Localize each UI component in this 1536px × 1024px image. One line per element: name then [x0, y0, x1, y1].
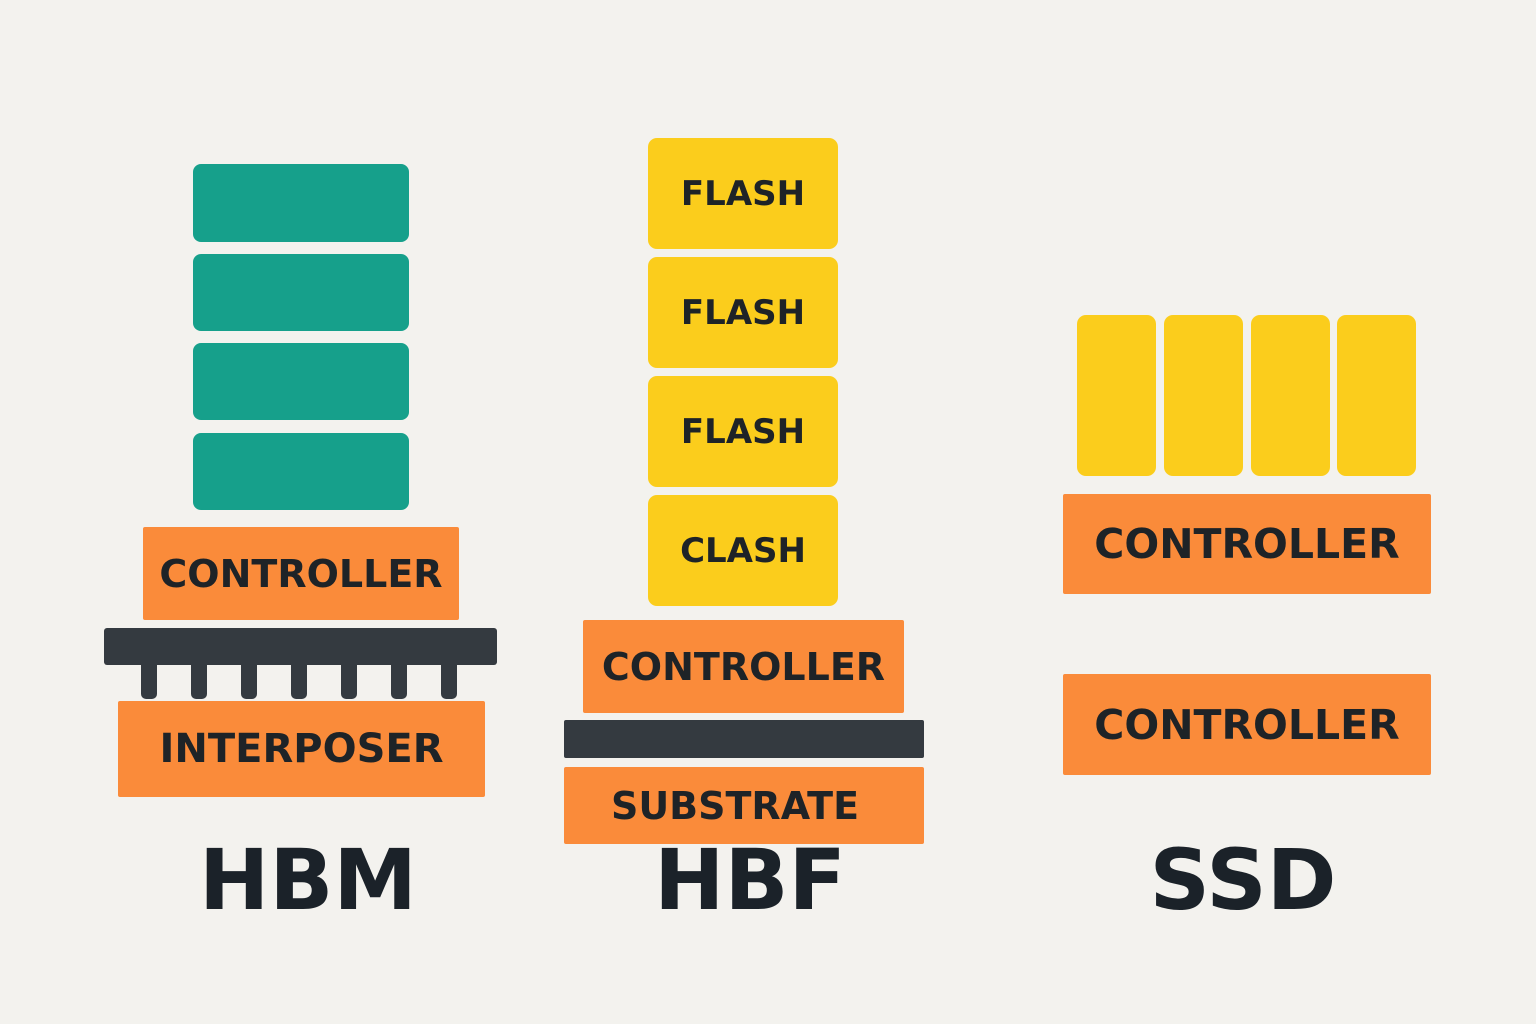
ssd-flash-chip-4 — [1337, 315, 1416, 476]
hbm-microbump — [341, 660, 357, 699]
hbf-flash-die-3: FLASH — [648, 376, 838, 487]
ssd-controller-bottom-label: CONTROLLER — [1094, 700, 1400, 749]
hbf-interconnect-bar — [564, 720, 924, 758]
hbf-controller: CONTROLLER — [583, 620, 904, 713]
hbf-flash-die-label: FLASH — [680, 173, 806, 214]
hbm-microbump — [291, 660, 307, 699]
ssd-controller-top: CONTROLLER — [1063, 494, 1431, 594]
hbf-substrate: SUBSTRATE — [564, 767, 924, 844]
hbf-flash-die-4: CLASH — [648, 495, 838, 606]
hbm-microbump — [241, 660, 257, 699]
hbf-flash-die-label: FLASH — [680, 411, 806, 452]
hbf-flash-die-1: FLASH — [648, 138, 838, 249]
ssd-controller-top-label: CONTROLLER — [1094, 520, 1400, 568]
ssd-controller-bottom: CONTROLLER — [1063, 674, 1431, 775]
hbm-controller-label: CONTROLLER — [159, 551, 443, 596]
hbm-interposer-label: INTERPOSER — [159, 726, 444, 772]
hbf-controller-label: CONTROLLER — [601, 644, 886, 689]
hbm-microbump — [391, 660, 407, 699]
hbm-microbump — [141, 660, 157, 699]
hbf-flash-die-2: FLASH — [648, 257, 838, 368]
ssd-title: SSD — [1149, 831, 1337, 929]
hbm-interposer: INTERPOSER — [118, 701, 485, 797]
hbm-title: HBM — [199, 831, 417, 929]
hbm-dram-die-3 — [193, 343, 409, 420]
hbm-bump-bar — [104, 628, 497, 665]
hbm-dram-die-2 — [193, 254, 409, 331]
hbm-dram-die-4 — [193, 433, 409, 510]
hbf-substrate-label: SUBSTRATE — [610, 783, 860, 828]
hbm-microbump — [191, 660, 207, 699]
ssd-flash-chip-1 — [1077, 315, 1156, 476]
hbm-dram-die-1 — [193, 164, 409, 242]
hbf-flash-die-label: CLASH — [680, 530, 806, 571]
ssd-flash-chip-2 — [1164, 315, 1243, 476]
hbm-microbump — [441, 660, 457, 699]
hbm-controller: CONTROLLER — [143, 527, 459, 620]
hbf-flash-die-label: FLASH — [680, 292, 806, 333]
ssd-flash-chip-3 — [1251, 315, 1330, 476]
hbf-title: HBF — [654, 831, 846, 929]
